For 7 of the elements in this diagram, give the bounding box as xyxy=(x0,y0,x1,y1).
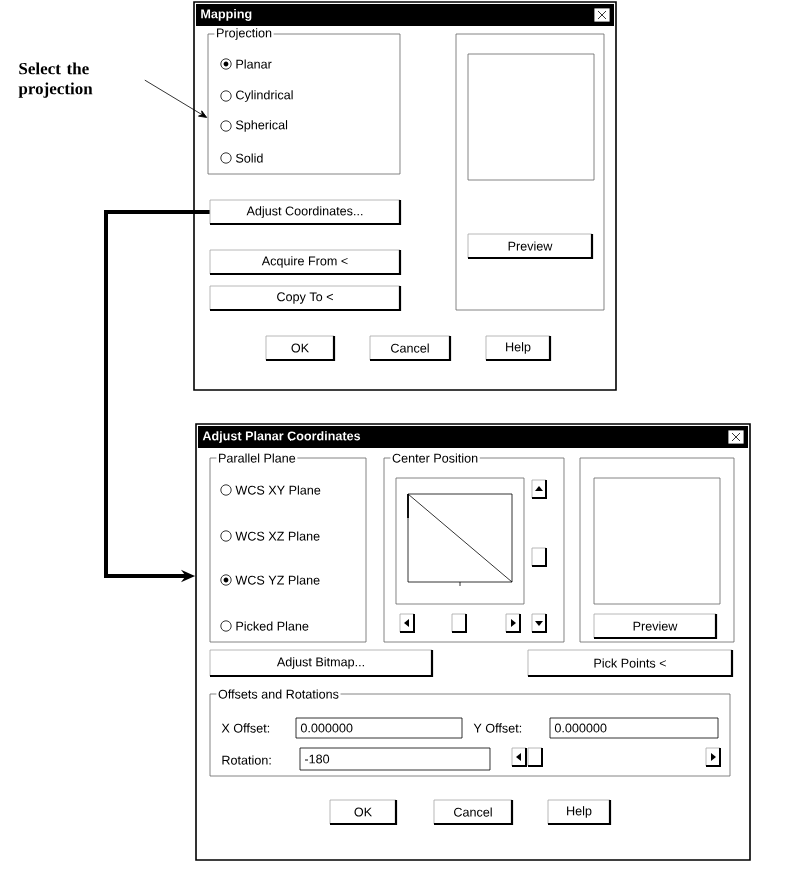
panel xyxy=(455,33,605,311)
panel xyxy=(579,457,735,643)
position-canvas-drawing xyxy=(395,477,525,605)
leader-arrow xyxy=(144,79,208,118)
annotation-text: Select the projection xyxy=(18,62,93,98)
panel xyxy=(467,53,595,181)
panel xyxy=(593,477,721,605)
